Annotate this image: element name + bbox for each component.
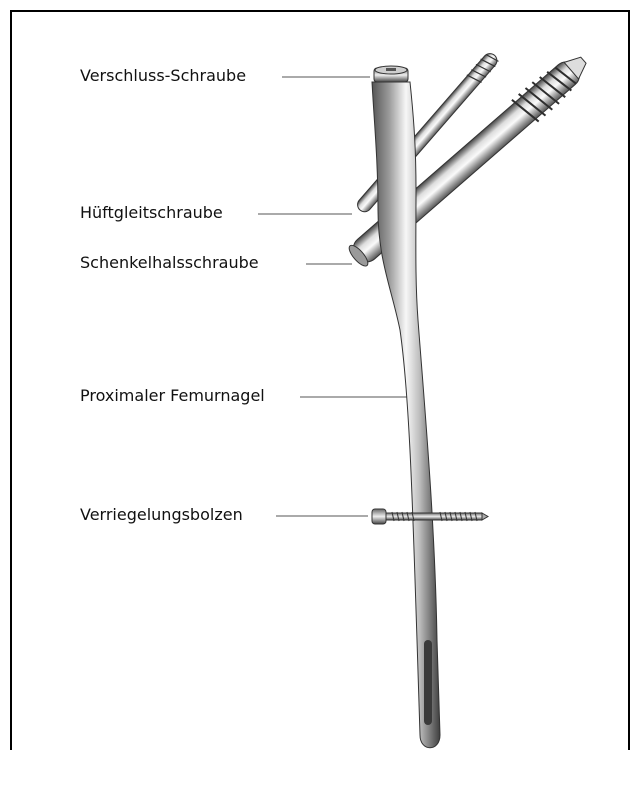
end-cap-screw [374,66,408,82]
label-hueftgleitschraube: Hüftgleitschraube [80,203,223,222]
label-verriegelungsbolzen: Verriegelungsbolzen [80,505,243,524]
label-schenkelhalsschraube: Schenkelhalsschraube [80,253,259,272]
distal-slot [424,640,432,725]
label-verschluss-schraube: Verschluss-Schraube [80,66,246,85]
label-proximaler-femurnagel: Proximaler Femurnagel [80,386,265,405]
